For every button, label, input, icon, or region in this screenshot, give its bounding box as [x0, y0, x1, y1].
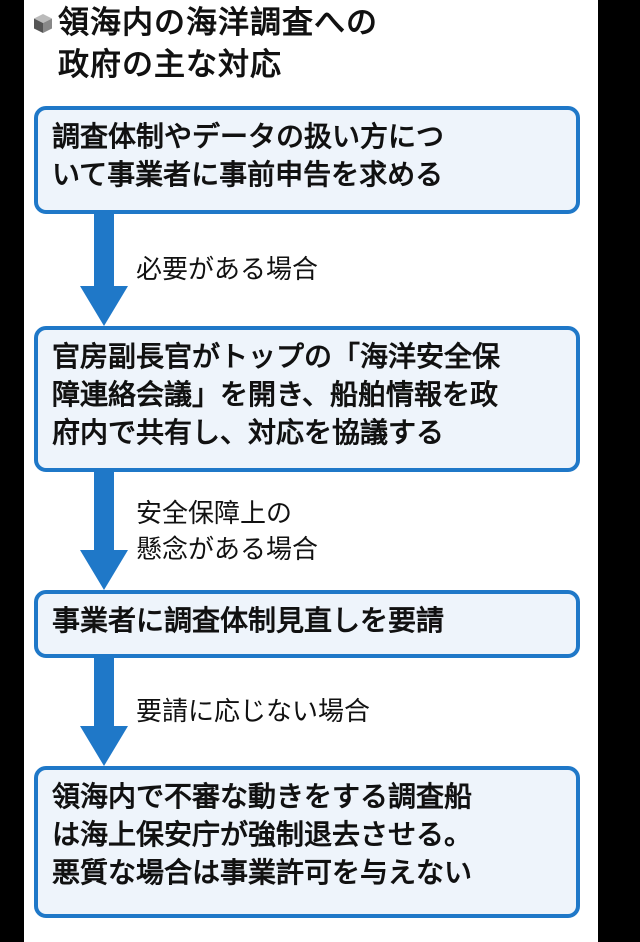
step-text-line: 事業者に調査体制見直しを要請 [52, 604, 445, 637]
step-text-line: は海上保安庁が強制退去させる。 [52, 818, 473, 851]
step-text-line: 調査体制やデータの扱い方につ [52, 120, 445, 153]
condition-text-line: 安全保障上の [136, 499, 293, 529]
arrow-down-icon [80, 214, 128, 326]
step-box-2: 官房副長官がトップの「海洋安全保 障連絡会議」を開き、船舶情報を政 府内で共有し… [34, 326, 580, 472]
step-text-line: 府内で共有し、対応を協議する [52, 416, 445, 449]
condition-label-1: 必要がある場合 [136, 252, 318, 288]
condition-label-3: 要請に応じない場合 [136, 694, 370, 730]
step-box-1: 調査体制やデータの扱い方につ いて事業者に事前申告を求める [34, 106, 580, 214]
step-text-line: 官房副長官がトップの「海洋安全保 [52, 340, 501, 373]
title-line: 政府の主な対応 [58, 47, 282, 83]
step-text-line: 障連絡会議」を開き、船舶情報を政 [52, 378, 499, 411]
diagram-title: 領海内の海洋調査への 政府の主な対応 [58, 2, 578, 86]
condition-text-line: 懸念がある場合 [136, 535, 319, 565]
arrow-down-icon [80, 472, 128, 590]
step-box-3: 事業者に調査体制見直しを要請 [34, 590, 580, 658]
step-box-4: 領海内で不審な動きをする調査船 は海上保安庁が強制退去させる。 悪質な場合は事業… [34, 766, 580, 918]
cube-icon [34, 14, 52, 33]
title-line: 領海内の海洋調査への [58, 5, 378, 41]
condition-text-line: 必要がある場合 [136, 255, 319, 285]
arrow-down-icon [80, 658, 128, 766]
condition-label-2: 安全保障上の 懸念がある場合 [136, 496, 318, 568]
step-text-line: いて事業者に事前申告を求める [52, 158, 444, 191]
condition-text-line: 要請に応じない場合 [136, 697, 371, 727]
step-text-line: 悪質な場合は事業許可を与えない [52, 856, 473, 889]
flowchart-panel: 領海内の海洋調査への 政府の主な対応 調査体制やデータの扱い方につ いて事業者に… [24, 0, 598, 942]
step-text-line: 領海内で不審な動きをする調査船 [52, 780, 473, 813]
